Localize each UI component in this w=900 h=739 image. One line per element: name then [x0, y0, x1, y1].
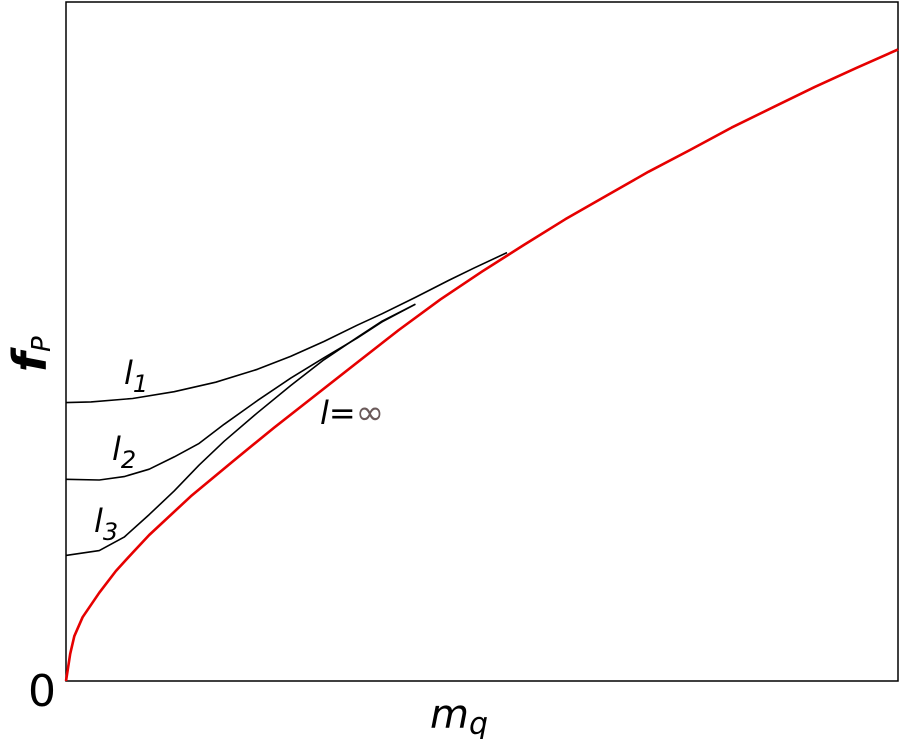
y-axis-label: fP	[3, 336, 57, 372]
origin-label: 0	[28, 666, 56, 717]
series-label-l1-sub: 1	[133, 370, 148, 398]
series-line-linf	[64, 48, 899, 682]
y-axis-label-sub: P	[27, 336, 57, 352]
series-label-l3: l3	[94, 502, 118, 546]
series-label-linf: l=∞	[320, 393, 384, 433]
series-label-l2: l2	[112, 430, 136, 474]
x-axis-label: mq	[430, 692, 488, 739]
series-label-linf-sub: ∞	[356, 393, 384, 433]
series-label-l1: l1	[124, 354, 148, 398]
series-label-l2-main: l	[112, 430, 121, 468]
series-line-l1	[65, 251, 508, 404]
x-axis-label-main: m	[430, 692, 469, 738]
series-label-l3-main: l	[94, 502, 103, 540]
series-label-l2-sub: 2	[121, 446, 136, 474]
x-axis-label-sub: q	[469, 707, 488, 739]
curves	[64, 48, 899, 682]
series-label-l3-sub: 3	[103, 518, 118, 546]
series-label-l1-main: l	[124, 354, 133, 392]
series-label-linf-main: l=	[320, 394, 356, 432]
plot-frame	[65, 1, 899, 682]
series-line-l3	[65, 303, 416, 557]
